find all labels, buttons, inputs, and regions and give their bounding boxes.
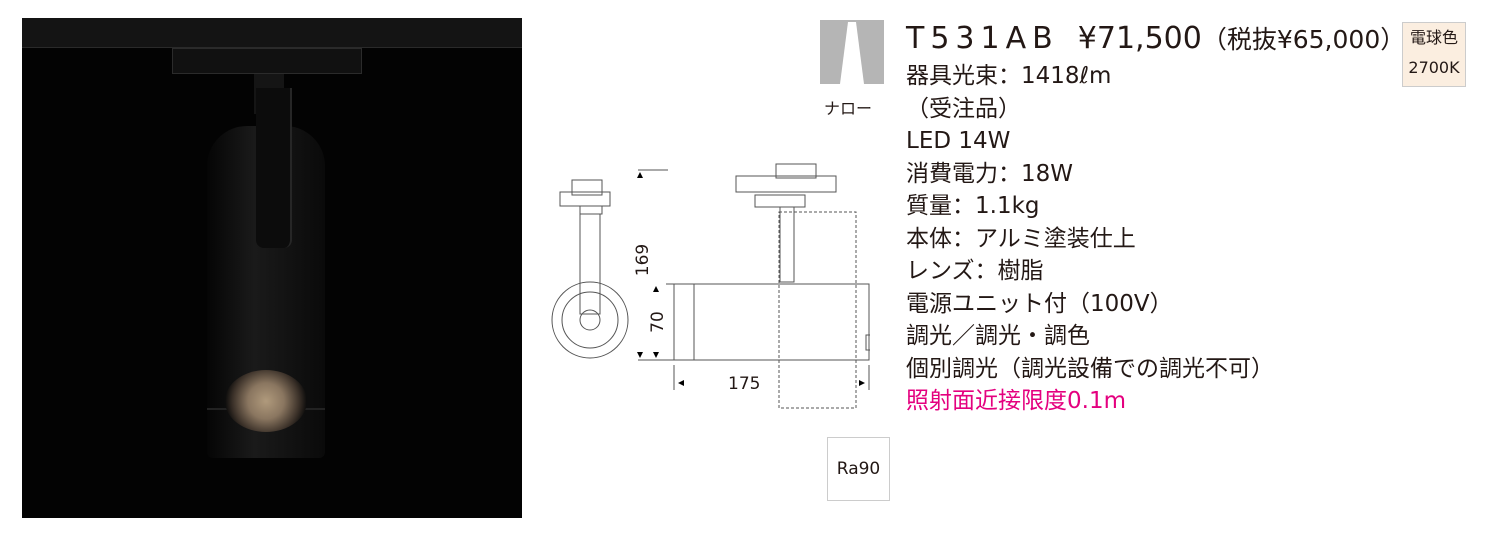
dimension-drawing: [551, 163, 870, 409]
beam-label: ナロー: [824, 99, 873, 118]
spec-list: 器具光束：1418ℓm （受注品） LED 14W 消費電力：18W 質量：1.…: [906, 60, 1274, 418]
spec-item: 個別調光（調光設備での調光不可）: [906, 355, 1274, 382]
spec-item: 本体：アルミ塗装仕上: [906, 225, 1136, 252]
track-rail: [22, 18, 522, 48]
spec-item: 質量：1.1kg: [906, 193, 1040, 219]
spec-item: レンズ：樹脂: [906, 258, 1044, 284]
price: ¥71,500: [1077, 21, 1202, 56]
spec-item: 消費電力：18W: [906, 160, 1074, 187]
model-number: T531AB: [906, 21, 1059, 56]
product-title: T531AB ¥71,500（税抜¥65,000）: [906, 20, 1405, 56]
product-photo: [22, 18, 522, 518]
price-excl-tax: （税抜¥65,000）: [1201, 25, 1406, 54]
spec-item: 電源ユニット付（100V）: [906, 290, 1173, 317]
spec-item: 調光／調光・調色: [906, 323, 1090, 349]
color-temp-k: 2700K: [1408, 58, 1460, 77]
height-dimension: 169: [633, 243, 654, 277]
color-temp-badge: 電球色 2700K: [1402, 22, 1466, 87]
proximity-warning: 照射面近接限度0.1m: [906, 388, 1126, 414]
track-adapter: [172, 48, 362, 74]
cri-badge: Ra90: [827, 437, 890, 501]
arm: [256, 88, 292, 248]
spec-item: 器具光束：1418ℓm: [906, 63, 1112, 89]
color-temp-name: 電球色: [1409, 28, 1458, 47]
lamp-lens: [225, 370, 307, 432]
spec-item: LED 14W: [906, 128, 1011, 154]
spec-item: （受注品）: [906, 95, 1021, 122]
diameter-dimension: 70: [647, 311, 668, 333]
narrow-beam-icon: [820, 20, 884, 84]
length-dimension: 175: [728, 374, 761, 394]
